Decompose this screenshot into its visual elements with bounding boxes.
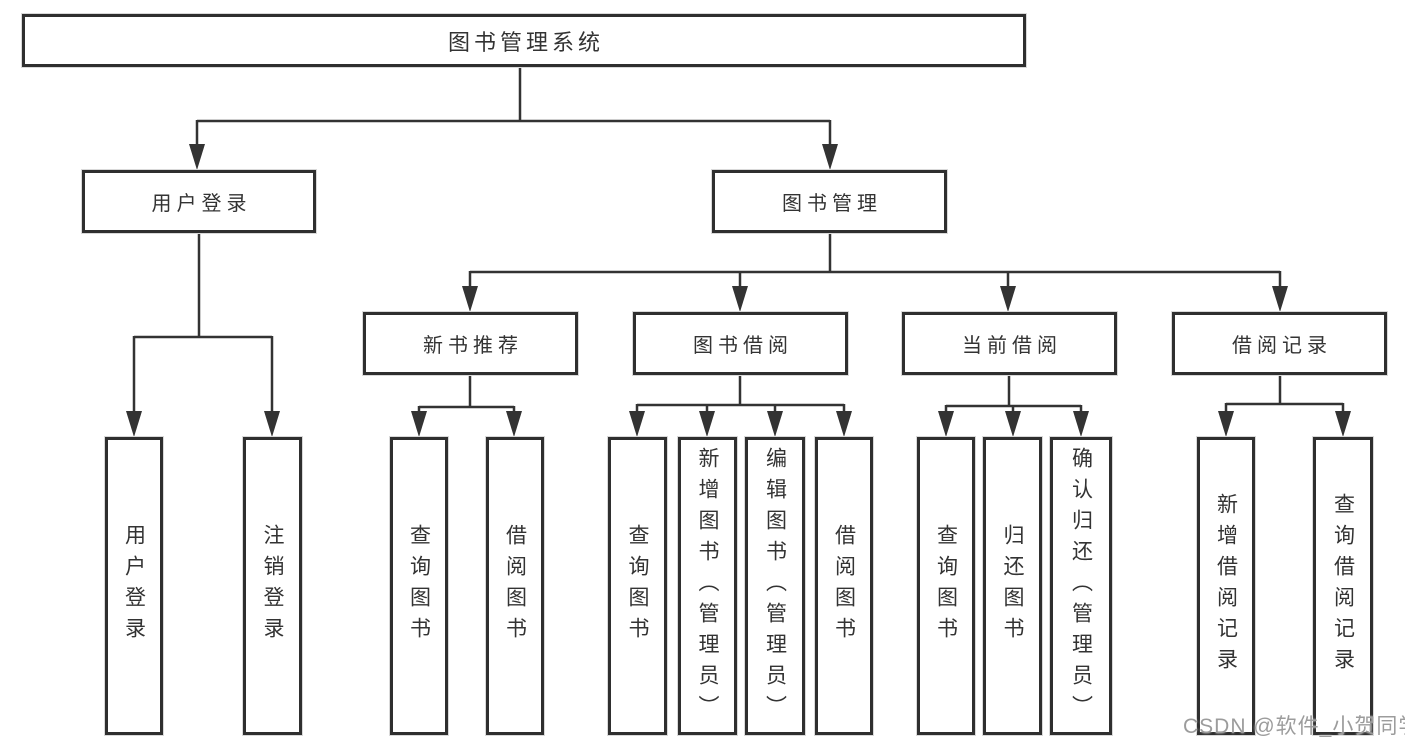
leaf-current-confirm-return-admin-label: 确认归还（管理员） <box>1069 446 1093 726</box>
leaf-current-query-books-label: 查询图书 <box>934 524 958 648</box>
leaf-borrow-borrow-books-label: 借阅图书 <box>832 524 856 648</box>
leaf-borrow-edit-books-admin-label: 编辑图书（管理员） <box>763 446 787 726</box>
node-borrow-records: 借阅记录 <box>1172 312 1387 375</box>
leaf-borrow-add-books-admin-label: 新增图书（管理员） <box>696 446 719 726</box>
node-book-management-label: 图书管理 <box>782 193 882 215</box>
leaf-borrow-borrow-books: 借阅图书 <box>815 437 873 735</box>
leaf-borrow-edit-books-admin: 编辑图书（管理员） <box>745 437 805 735</box>
leaf-user-login-label: 用户登录 <box>122 524 146 648</box>
node-book-management: 图书管理 <box>712 170 947 233</box>
leaf-borrow-add-books-admin: 新增图书（管理员） <box>678 437 737 735</box>
watermark: CSDN @软件_小贺同学 <box>1183 715 1405 738</box>
leaf-records-add-record: 新增借阅记录 <box>1197 437 1255 735</box>
leaf-current-return-books: 归还图书 <box>983 437 1042 735</box>
leaf-records-add-record-label: 新增借阅记录 <box>1214 493 1238 679</box>
leaf-records-query-record-label: 查询借阅记录 <box>1331 493 1355 679</box>
leaf-records-query-record: 查询借阅记录 <box>1313 437 1373 735</box>
leaf-recommend-query-books: 查询图书 <box>390 437 448 735</box>
node-new-book-recommend-label: 新书推荐 <box>423 335 523 357</box>
leaf-recommend-borrow-books-label: 借阅图书 <box>503 524 527 648</box>
leaf-logout-label: 注销登录 <box>261 524 284 648</box>
leaf-user-login: 用户登录 <box>105 437 163 735</box>
leaf-current-confirm-return-admin: 确认归还（管理员） <box>1050 437 1112 735</box>
node-book-borrow: 图书借阅 <box>633 312 848 375</box>
node-user-login: 用户登录 <box>82 170 316 233</box>
node-user-login-label: 用户登录 <box>151 193 252 215</box>
leaf-recommend-query-books-label: 查询图书 <box>407 524 431 648</box>
node-current-borrow-label: 当前借阅 <box>962 335 1062 357</box>
leaf-recommend-borrow-books: 借阅图书 <box>486 437 544 735</box>
leaf-borrow-query-books: 查询图书 <box>608 437 667 735</box>
node-book-borrow-label: 图书借阅 <box>693 335 793 357</box>
node-current-borrow: 当前借阅 <box>902 312 1117 375</box>
leaf-logout: 注销登录 <box>243 437 302 735</box>
leaf-current-return-books-label: 归还图书 <box>1001 524 1024 648</box>
leaf-borrow-query-books-label: 查询图书 <box>626 524 649 648</box>
node-new-book-recommend: 新书推荐 <box>363 312 578 375</box>
leaf-current-query-books: 查询图书 <box>917 437 975 735</box>
node-root: 图书管理系统 <box>22 14 1026 67</box>
node-root-label: 图书管理系统 <box>447 29 604 55</box>
node-borrow-records-label: 借阅记录 <box>1232 335 1332 357</box>
